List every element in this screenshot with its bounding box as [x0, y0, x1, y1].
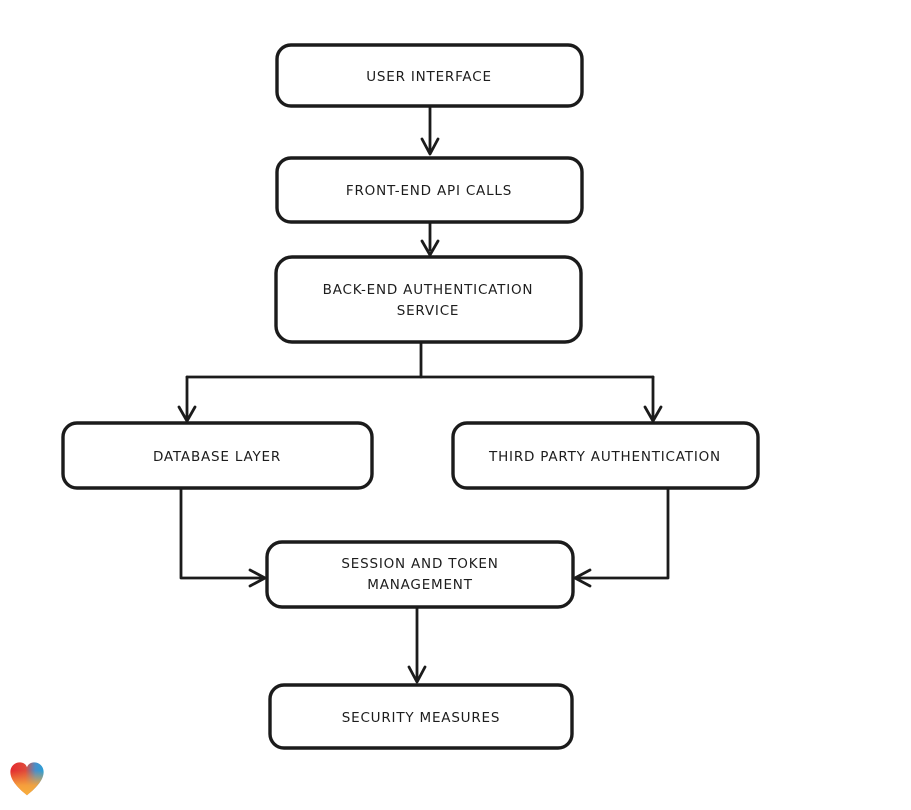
node-user-interface[interactable]: USER INTERFACE	[275, 43, 584, 108]
edge-user-interface-to-frontend-api	[420, 105, 440, 156]
heart-logo-icon[interactable]	[8, 761, 46, 799]
node-security-measures[interactable]: SECURITY MEASURES	[268, 683, 574, 750]
edge-session-token-to-security-measures	[407, 606, 427, 684]
edge-third-party-to-session-token	[573, 487, 670, 588]
node-backend-authentication-service-label-line1: BACK-END AUTHENTICATION	[323, 282, 534, 298]
node-session-token-management-label-line2: MANAGEMENT	[367, 577, 473, 593]
node-third-party-authentication[interactable]: THIRD PARTY AUTHENTICATION	[451, 421, 760, 490]
node-session-token-management[interactable]: SESSION AND TOKEN MANAGEMENT	[265, 540, 575, 609]
edge-frontend-api-to-backend-auth	[420, 221, 440, 257]
node-session-token-management-label-line1: SESSION AND TOKEN	[341, 556, 498, 572]
node-database-layer-label: DATABASE LAYER	[153, 449, 281, 465]
edge-backend-auth-split	[177, 341, 663, 423]
node-third-party-authentication-label: THIRD PARTY AUTHENTICATION	[488, 449, 721, 465]
node-database-layer[interactable]: DATABASE LAYER	[61, 421, 374, 490]
node-backend-authentication-service[interactable]: BACK-END AUTHENTICATION SERVICE	[274, 255, 583, 344]
edge-database-layer-to-session-token	[179, 487, 267, 588]
node-frontend-api-calls-label: FRONT-END API CALLS	[346, 183, 512, 199]
node-security-measures-label: SECURITY MEASURES	[342, 710, 501, 726]
node-user-interface-label: USER INTERFACE	[366, 69, 492, 85]
node-backend-authentication-service-label-line2: SERVICE	[397, 303, 460, 319]
node-frontend-api-calls[interactable]: FRONT-END API CALLS	[275, 156, 584, 224]
